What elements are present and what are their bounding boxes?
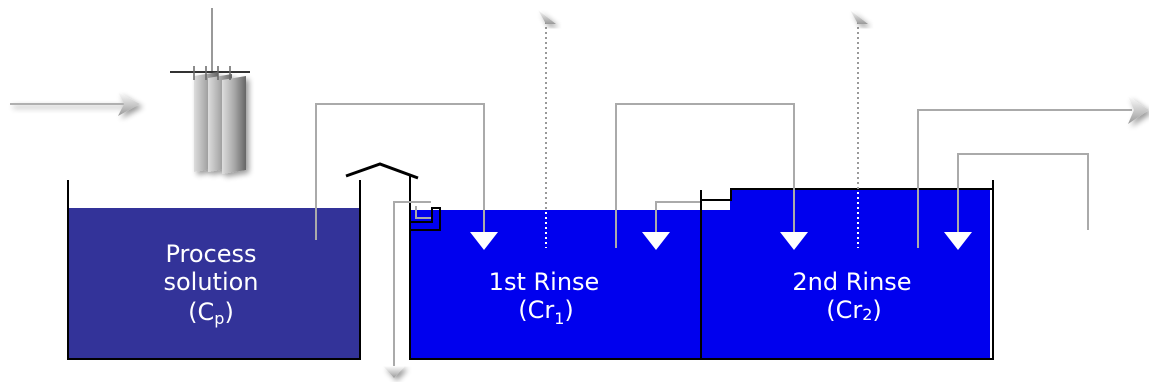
rinse1-label-prefix: (Cr (518, 296, 554, 324)
rinse2-label-prefix: (Cr (826, 296, 862, 324)
drain-arrow (383, 366, 405, 378)
freshwater-pipe (944, 153, 1089, 250)
drain-pipe-inner (415, 206, 431, 219)
rinse2-step (701, 188, 993, 201)
workpiece-in-arrow (10, 92, 140, 116)
spray-line-2 (850, 10, 868, 248)
rinse2-label-line1: 2nd Rinse (792, 268, 911, 296)
process-label-prefix: (C (188, 298, 214, 326)
rinse1-notch (411, 207, 441, 231)
workpiece-out-arrow (1128, 96, 1149, 124)
countercurrent-pipe (642, 201, 700, 250)
rinse1-label-sub: 1 (554, 309, 564, 328)
dragout-pipe-2 (615, 103, 808, 250)
rinse2-label-suffix: ) (872, 296, 881, 324)
plate-3 (222, 76, 246, 174)
process-tank-wall (67, 180, 361, 360)
process-label-line1: Process (165, 240, 256, 268)
weir-roof (345, 162, 419, 180)
process-label-line3: (Cp) (188, 298, 234, 328)
process-label-sub: p (214, 309, 224, 328)
process-tank (67, 180, 361, 360)
drain-pipe (393, 201, 431, 366)
rinse1-label-line2: (Cr1) (518, 296, 574, 328)
rinse2-label-line2: (Cr2) (826, 296, 882, 324)
dragout-pipe-1 (315, 103, 498, 250)
process-liquid (69, 208, 359, 358)
rinse1-label-line1: 1st Rinse (489, 268, 600, 296)
rinse2-label-sub: 2 (862, 305, 872, 324)
process-label-line2: solution (163, 268, 258, 296)
workpiece-rack (170, 8, 250, 174)
spray-line-1 (538, 10, 556, 248)
process-label-suffix: ) (224, 298, 233, 326)
dragout-pipe-3 (917, 96, 1149, 248)
rinse1-label-suffix: ) (564, 296, 573, 324)
